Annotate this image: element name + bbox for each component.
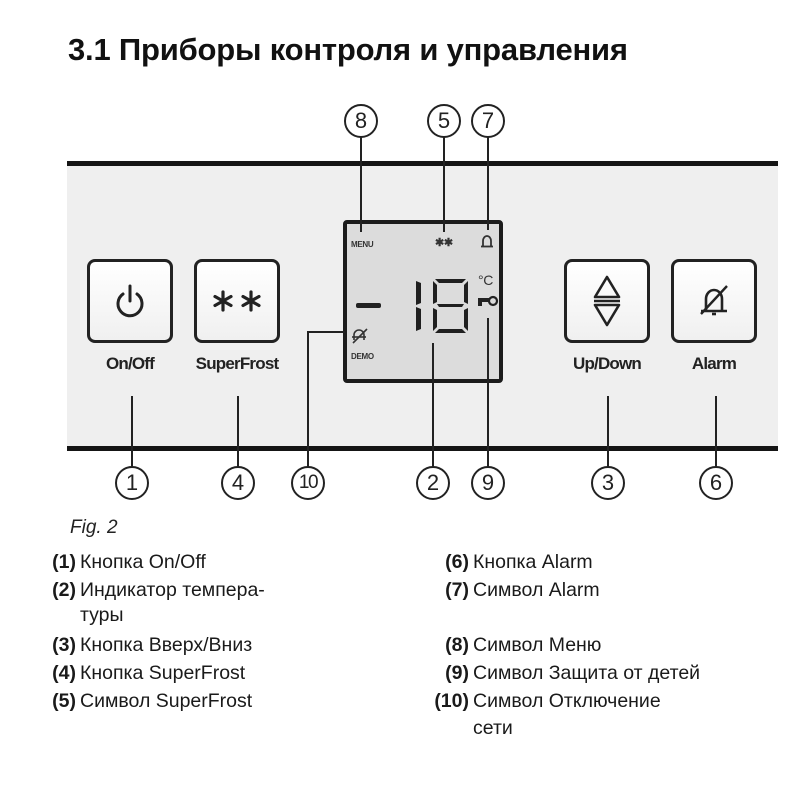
leader-line-1 bbox=[131, 396, 133, 468]
callout-7: 7 bbox=[471, 104, 505, 138]
alarm-label: Alarm bbox=[691, 354, 737, 373]
figure-caption: Fig. 2 bbox=[70, 517, 118, 538]
callout-6: 6 bbox=[699, 466, 733, 500]
menu-symbol: MENU bbox=[351, 240, 374, 249]
double-asterisk-icon bbox=[213, 290, 261, 312]
alarm-bell-icon bbox=[481, 235, 493, 248]
up-down-arrows-icon bbox=[593, 275, 621, 327]
demo-symbol: DEMO bbox=[351, 352, 374, 361]
on-off-label: On/Off bbox=[105, 354, 155, 373]
leader-line-7 bbox=[487, 137, 489, 230]
child-lock-key-icon bbox=[478, 295, 499, 307]
callout-9: 9 bbox=[471, 466, 505, 500]
leader-line-8 bbox=[360, 137, 362, 232]
superfrost-label: SuperFrost bbox=[195, 354, 279, 373]
section-heading: 3.1 Приборы контроля и управления bbox=[68, 32, 628, 67]
leader-line-5 bbox=[443, 137, 445, 232]
network-off-icon bbox=[352, 328, 368, 344]
temperature-display: MENU ✱✱ °C DEMO bbox=[343, 220, 503, 383]
seven-segment-digits bbox=[416, 279, 468, 333]
bell-off-icon bbox=[700, 285, 728, 316]
leader-line-9 bbox=[487, 318, 489, 468]
superfrost-button[interactable] bbox=[194, 259, 280, 343]
leader-line-10 bbox=[307, 331, 309, 468]
leader-line-4 bbox=[237, 396, 239, 468]
leader-line-6 bbox=[715, 396, 717, 468]
panel-top-edge bbox=[67, 161, 778, 166]
superfrost-symbol: ✱✱ bbox=[435, 237, 453, 249]
callout-5: 5 bbox=[427, 104, 461, 138]
callout-1: 1 bbox=[115, 466, 149, 500]
callout-2: 2 bbox=[416, 466, 450, 500]
callout-10: 10 bbox=[291, 466, 325, 500]
on-off-button[interactable] bbox=[87, 259, 173, 343]
leader-line-3 bbox=[607, 396, 609, 468]
celsius-unit: °C bbox=[478, 272, 494, 288]
up-down-button[interactable] bbox=[564, 259, 650, 343]
leader-line-10-horizontal bbox=[307, 331, 345, 333]
callout-3: 3 bbox=[591, 466, 625, 500]
callout-8: 8 bbox=[344, 104, 378, 138]
leader-line-2 bbox=[432, 343, 434, 468]
callout-4: 4 bbox=[221, 466, 255, 500]
power-icon bbox=[116, 284, 144, 318]
up-down-label: Up/Down bbox=[572, 354, 642, 373]
panel-bottom-edge bbox=[67, 446, 778, 451]
minus-sign-segment bbox=[356, 303, 381, 308]
alarm-button[interactable] bbox=[671, 259, 757, 343]
